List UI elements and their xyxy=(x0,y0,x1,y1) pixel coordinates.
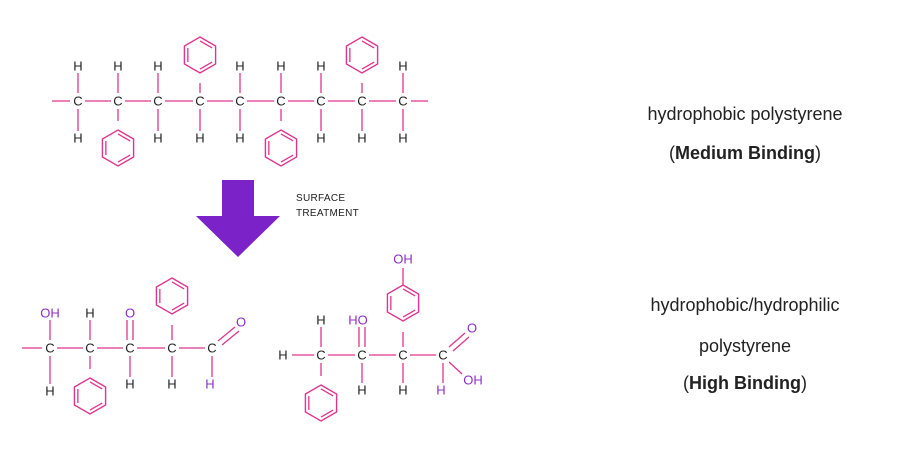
atom-c: C xyxy=(276,94,285,109)
atom-h: H xyxy=(398,383,407,398)
carboxyl-double-bond xyxy=(452,336,470,352)
atom-h: H xyxy=(153,59,162,74)
atom-h: H xyxy=(436,383,445,398)
atom-o: O xyxy=(467,321,477,336)
atom-o: O xyxy=(125,306,135,321)
atom-h: H xyxy=(195,131,204,146)
atom-h: H xyxy=(45,384,54,399)
bottom-right-ring-lower xyxy=(304,384,338,422)
bottom-left-ring-upper xyxy=(155,277,189,315)
atom-c: C xyxy=(316,348,325,363)
bottom-label-binding: (High Binding) xyxy=(683,373,807,393)
atom-h: H xyxy=(235,59,244,74)
ring-double-bond xyxy=(320,388,334,397)
atom-h: H xyxy=(316,313,325,328)
atom-h: H xyxy=(125,377,134,392)
atom-c: C xyxy=(207,341,216,356)
atom-h: H xyxy=(73,131,82,146)
ring-double-bond xyxy=(320,409,334,418)
atom-h: H xyxy=(113,59,122,74)
ring-double-bond xyxy=(361,61,375,70)
ring-double-bond xyxy=(89,402,103,411)
carboxyl-bond xyxy=(448,361,463,375)
bond-lines xyxy=(22,73,470,384)
atom-c: C xyxy=(235,94,244,109)
top-label-line-1: hydrophobic polystyrene xyxy=(647,104,843,124)
atom-h: H xyxy=(398,59,407,74)
ring-double-bond xyxy=(280,154,294,163)
atom-c: C xyxy=(73,94,82,109)
atom-c: C xyxy=(45,341,54,356)
atom-c: C xyxy=(153,94,162,109)
benzene-rings xyxy=(73,36,420,422)
top-label-binding: (Medium Binding) xyxy=(669,143,821,163)
top-ring-3 xyxy=(101,129,135,167)
step-line-1: SURFACE xyxy=(296,193,346,204)
ring-double-bond xyxy=(402,309,416,318)
top-ring-1 xyxy=(183,36,217,74)
top-ring-4 xyxy=(264,129,298,167)
bottom-left-ring-lower xyxy=(73,377,107,415)
atom-c: C xyxy=(125,341,134,356)
atom-c: C xyxy=(438,348,447,363)
ring-double-bond xyxy=(361,40,375,49)
bottom-label-line-1: hydrophobic/hydrophilic xyxy=(650,295,840,315)
atom-c: C xyxy=(316,94,325,109)
atom-h: H xyxy=(278,348,287,363)
atom-c: C xyxy=(398,94,407,109)
ring-double-bond xyxy=(171,302,185,311)
atom-oh: OH xyxy=(463,373,483,388)
atom-h: H xyxy=(398,131,407,146)
ring-double-bond xyxy=(117,133,131,142)
atom-h: H xyxy=(357,383,366,398)
ring-double-bond xyxy=(171,281,185,290)
bottom-right-ring-upper xyxy=(386,284,420,322)
medium-binding-text: Medium Binding xyxy=(675,143,815,163)
bottom-polymer-label: hydrophobic/hydrophilic polystyrene (Hig… xyxy=(600,293,890,395)
ring-double-bond xyxy=(402,288,416,297)
atom-h: H xyxy=(167,377,176,392)
bottom-label-line-2: polystyrene xyxy=(698,336,792,356)
atom-c: C xyxy=(195,94,204,109)
ring-double-bond xyxy=(117,154,131,163)
atom-c: C xyxy=(357,348,366,363)
atom-ho: HO xyxy=(348,313,368,328)
aldehyde-double-bond xyxy=(221,330,240,346)
high-binding-text: High Binding xyxy=(689,373,801,393)
top-ring-2 xyxy=(345,36,379,74)
surface-treatment-arrow xyxy=(196,180,280,257)
atom-h: H xyxy=(153,131,162,146)
ring-double-bond xyxy=(280,133,294,142)
atom-c: C xyxy=(357,94,366,109)
atom-c: C xyxy=(167,341,176,356)
carboxyl-double-bond xyxy=(448,332,466,348)
step-line-2: TREATMENT xyxy=(296,208,360,219)
atom-h: H xyxy=(235,131,244,146)
atom-h: H xyxy=(276,59,285,74)
atom-h: H xyxy=(205,377,214,392)
atom-oh: OH xyxy=(40,306,60,321)
atom-oh: OH xyxy=(393,252,413,267)
atom-h: H xyxy=(316,59,325,74)
aldehyde-double-bond xyxy=(217,326,236,342)
atom-h: H xyxy=(85,306,94,321)
atom-h: H xyxy=(316,131,325,146)
atom-c: C xyxy=(85,341,94,356)
surface-treatment-label: SURFACE TREATMENT xyxy=(296,191,359,221)
atom-o: O xyxy=(236,315,246,330)
ring-double-bond xyxy=(199,40,213,49)
atom-h: H xyxy=(73,59,82,74)
ring-double-bond xyxy=(199,61,213,70)
atom-c: C xyxy=(398,348,407,363)
top-polymer-label: hydrophobic polystyrene (Medium Binding) xyxy=(600,102,890,165)
ring-double-bond xyxy=(89,381,103,390)
atom-h: H xyxy=(357,131,366,146)
atom-c: C xyxy=(113,94,122,109)
